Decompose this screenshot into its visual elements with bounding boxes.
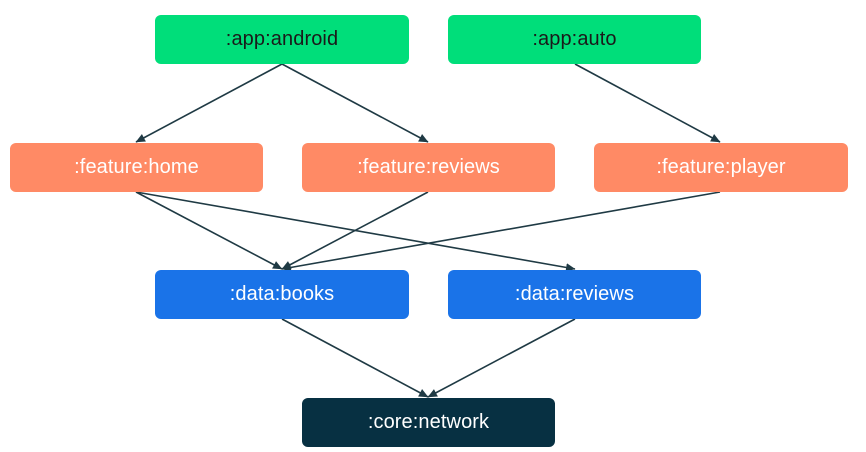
edge-app-android-to-feature-home: [135, 63, 283, 143]
edge-data-books-to-core-network: [281, 318, 429, 398]
node-app-auto: :app:auto: [448, 15, 701, 64]
edge-feature-home-to-data-books: [135, 191, 283, 270]
edge-feature-reviews-to-data-books: [281, 191, 429, 270]
edge-data-reviews-to-core-network: [427, 318, 576, 398]
node-data-reviews: :data:reviews: [448, 270, 701, 319]
node-core-network: :core:network: [302, 398, 555, 447]
edge-app-android-to-feature-reviews: [281, 63, 429, 143]
node-data-books: :data:books: [155, 270, 409, 319]
edge-feature-player-to-data-books: [281, 191, 721, 272]
node-feature-player: :feature:player: [594, 143, 848, 192]
edge-app-auto-to-feature-player: [574, 63, 721, 143]
node-feature-home: :feature:home: [10, 143, 263, 192]
node-app-android: :app:android: [155, 15, 409, 64]
node-feature-reviews: :feature:reviews: [302, 143, 555, 192]
